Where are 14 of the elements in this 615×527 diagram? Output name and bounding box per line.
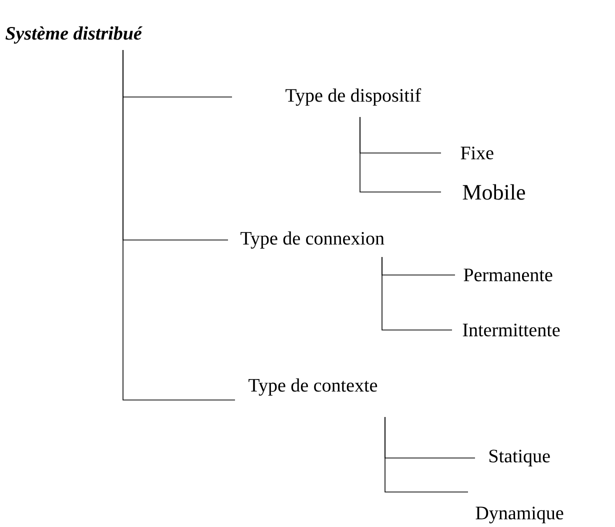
tree-item: Statique	[489, 450, 550, 466]
tree-item: Fixe	[460, 146, 494, 160]
heading: Système distribué	[6, 26, 142, 44]
tree-item: Mobile	[462, 184, 525, 200]
tree-item: Type de connexion	[240, 231, 384, 249]
tree-line	[122, 50, 236, 400]
tree-line	[382, 256, 452, 330]
tree-line	[360, 116, 442, 192]
tree-item: Type de contexte	[248, 378, 378, 396]
tree-item: Intermittente	[462, 324, 560, 336]
tree-item: Type de dispositif	[286, 88, 422, 106]
tree-item: Permanente	[464, 268, 552, 282]
tree-line	[384, 416, 468, 492]
tree-item: Dynamique	[476, 506, 564, 524]
